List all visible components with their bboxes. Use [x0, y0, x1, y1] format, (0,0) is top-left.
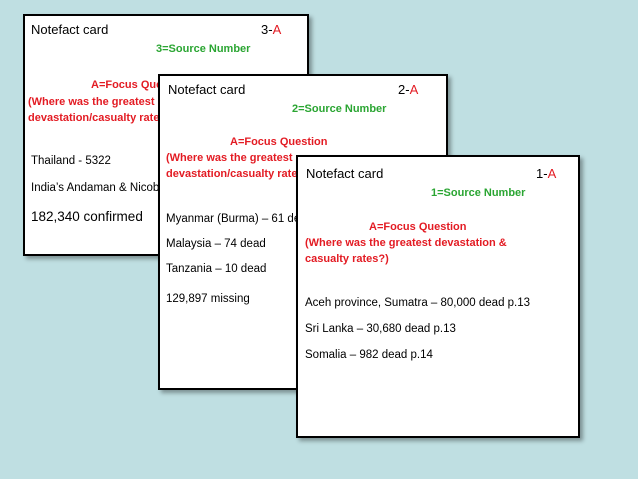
entry-somalia: Somalia – 982 dead p.14	[305, 349, 433, 361]
entry-malaysia: Malaysia – 74 dead	[166, 238, 266, 250]
card-letter: A	[409, 82, 419, 97]
card-letter: A	[272, 22, 282, 37]
focus-question-line-1: (Where was the greatest	[28, 96, 155, 108]
source-number-label: 1=Source Number	[431, 187, 526, 199]
notefact-card-1: Notefact card 1-A 1=Source Number A=Focu…	[296, 155, 580, 438]
card-number: 1-A	[536, 166, 557, 181]
focus-question-line-2: devastation/casualty rates?)	[166, 168, 314, 180]
card-title: Notefact card	[31, 22, 109, 37]
card-number-digit: 3	[261, 22, 269, 37]
card-number: 3-A	[261, 22, 282, 37]
entry-myanmar: Myanmar (Burma) – 61 dead	[166, 213, 314, 225]
focus-question-line-1: (Where was the greatest devastation &	[305, 237, 507, 249]
card-number: 2-A	[398, 82, 419, 97]
entry-sri-lanka: Sri Lanka – 30,680 dead p.13	[305, 323, 456, 335]
focus-question-line-1: (Where was the greatest	[166, 152, 293, 164]
entry-thailand: Thailand - 5322	[31, 155, 111, 167]
entry-india: India’s Andaman & Nicobar	[31, 182, 170, 194]
entry-confirmed: 182,340 confirmed	[31, 209, 143, 224]
card-number-digit: 2	[398, 82, 406, 97]
focus-question-label: A=Focus Question	[230, 136, 328, 148]
card-number-digit: 1	[536, 166, 544, 181]
source-number-label: 3=Source Number	[156, 43, 251, 55]
entry-tanzania: Tanzania – 10 dead	[166, 263, 267, 275]
focus-question-label: A=Focus Question	[369, 221, 467, 233]
source-number-label: 2=Source Number	[292, 103, 387, 115]
card-letter: A	[547, 166, 557, 181]
card-title: Notefact card	[168, 82, 246, 97]
card-title: Notefact card	[306, 166, 384, 181]
focus-question-line-2: devastation/casualty rates?)	[28, 112, 176, 124]
entry-missing: 129,897 missing	[166, 293, 250, 305]
entry-aceh: Aceh province, Sumatra – 80,000 dead p.1…	[305, 297, 531, 309]
focus-question-line-2: casualty rates?)	[305, 253, 389, 265]
